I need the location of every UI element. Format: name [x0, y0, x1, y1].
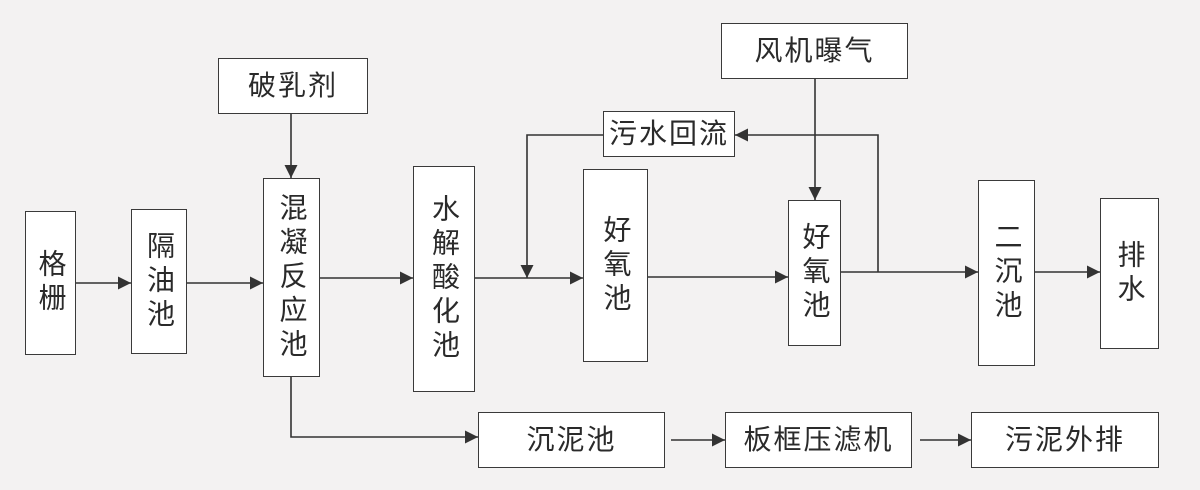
arrow-hunning-to-chennichi: [290, 377, 478, 444]
node-gezha-label: 格栅: [34, 249, 68, 317]
node-shuijie: 水解酸化池: [413, 166, 475, 392]
node-poruji-label: 破乳剂: [247, 69, 338, 102]
node-fengji-label: 风机曝气: [754, 34, 875, 67]
node-fengji: 风机曝气: [721, 23, 908, 79]
node-geyouchi: 隔油池: [131, 209, 187, 354]
node-bankuang-label: 板框压滤机: [743, 423, 894, 456]
node-haoyang1: 好氧池: [583, 169, 648, 362]
node-wushuihuiliu-label: 污水回流: [608, 117, 729, 150]
node-paishui-label: 排水: [1113, 239, 1147, 308]
node-bankuang: 板框压滤机: [725, 412, 912, 468]
node-hunning: 混凝反应池: [263, 178, 320, 377]
node-erchen: 二沉池: [978, 180, 1035, 366]
node-geyouchi-label: 隔油池: [143, 230, 176, 333]
node-shuijie-label: 水解酸化池: [428, 194, 461, 364]
node-haoyang1-label: 好氧池: [599, 214, 633, 317]
node-paishui: 排水: [1100, 198, 1159, 349]
node-hunning-label: 混凝反应池: [275, 192, 309, 363]
return-line-to-wushuihuiliu: [735, 128, 879, 272]
node-erchen-label: 二沉池: [990, 222, 1024, 324]
node-gezha: 格栅: [25, 211, 76, 355]
node-wushuihuiliu: 污水回流: [603, 111, 735, 157]
node-haoyang2: 好氧池: [788, 200, 841, 346]
node-wuniwaipai: 污泥外排: [971, 412, 1159, 468]
node-haoyang2-label: 好氧池: [798, 222, 832, 324]
node-chennichi-label: 沉泥池: [526, 423, 617, 456]
node-chennichi: 沉泥池: [478, 412, 665, 468]
node-poruji: 破乳剂: [218, 58, 368, 114]
node-wuniwaipai-label: 污泥外排: [1004, 423, 1125, 456]
return-line-to-mainline: [520, 134, 603, 278]
